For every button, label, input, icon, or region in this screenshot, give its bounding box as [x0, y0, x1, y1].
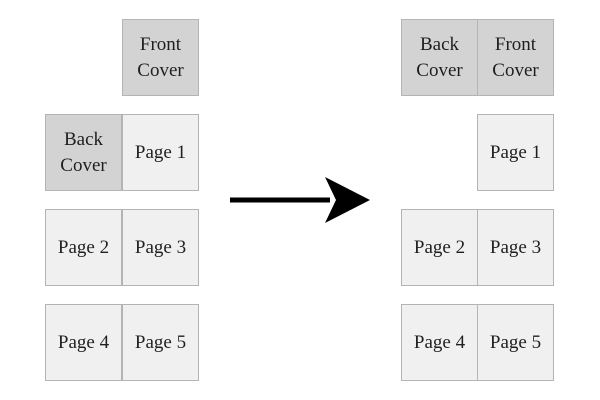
- right-page-1: Page 1: [477, 114, 554, 191]
- right-back-cover: Back Cover: [401, 19, 478, 96]
- right-page-2-label: Page 2: [413, 236, 466, 258]
- left-page-5: Page 5: [122, 304, 199, 381]
- left-front-cover-label: Front Cover: [137, 33, 184, 81]
- right-page-2: Page 2: [401, 209, 478, 286]
- right-page-3-label: Page 3: [489, 236, 542, 258]
- arrow-head: [325, 177, 370, 223]
- left-back-cover: Back Cover: [45, 114, 122, 191]
- right-page-5-label: Page 5: [489, 331, 542, 353]
- left-page-2-label: Page 2: [57, 236, 110, 258]
- right-front-cover: Front Cover: [477, 19, 554, 96]
- left-page-4: Page 4: [45, 304, 122, 381]
- left-back-cover-label: Back Cover: [60, 128, 107, 176]
- left-page-3-label: Page 3: [134, 236, 187, 258]
- left-page-5-label: Page 5: [134, 331, 187, 353]
- left-page-4-label: Page 4: [57, 331, 110, 353]
- right-front-cover-label: Front Cover: [492, 33, 539, 81]
- right-arrow-icon: [230, 177, 370, 223]
- left-page-2: Page 2: [45, 209, 122, 286]
- left-page-3: Page 3: [122, 209, 199, 286]
- right-page-1-label: Page 1: [489, 141, 542, 163]
- right-page-3: Page 3: [477, 209, 554, 286]
- left-front-cover: Front Cover: [122, 19, 199, 96]
- right-page-4: Page 4: [401, 304, 478, 381]
- right-page-5: Page 5: [477, 304, 554, 381]
- left-page-1-label: Page 1: [134, 141, 187, 163]
- right-page-4-label: Page 4: [413, 331, 466, 353]
- right-back-cover-label: Back Cover: [416, 33, 463, 81]
- left-page-1: Page 1: [122, 114, 199, 191]
